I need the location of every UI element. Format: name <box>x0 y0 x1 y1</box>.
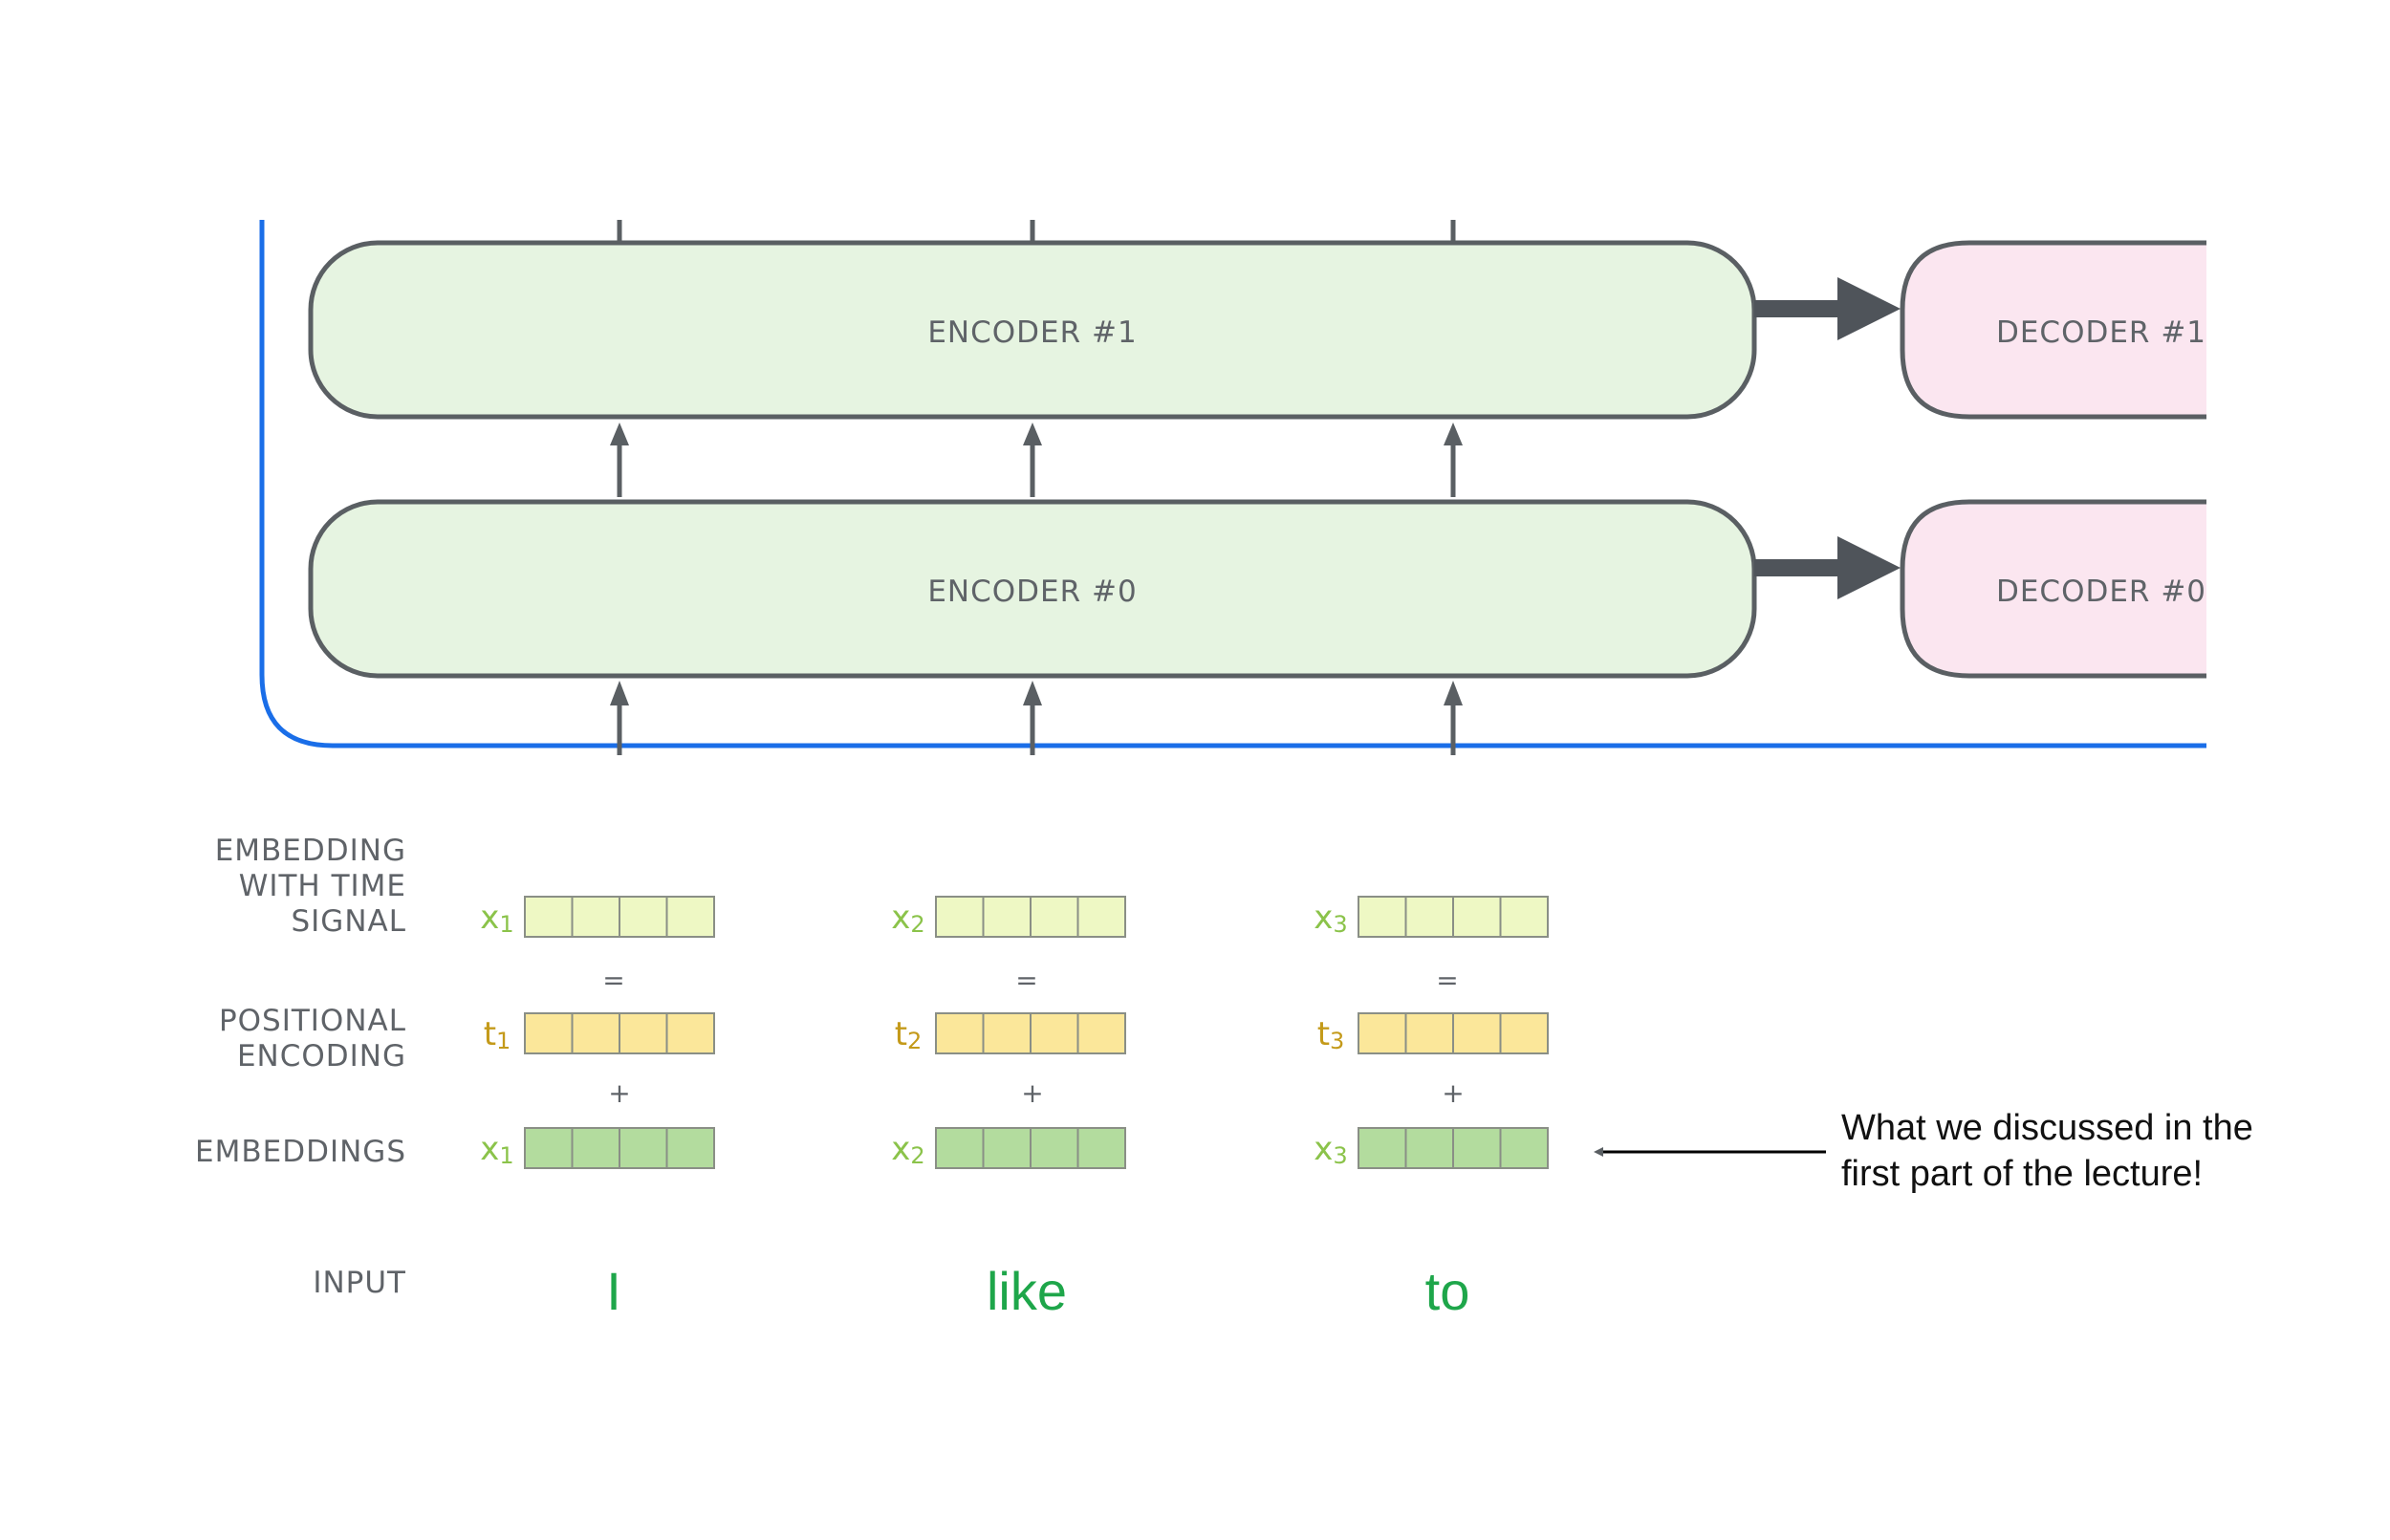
vector-cell <box>571 1127 620 1169</box>
vector-cell <box>619 896 668 938</box>
vector-cell <box>524 896 574 938</box>
vector-cell <box>982 896 1032 938</box>
token-column-3: x3 t3 x3 = + to <box>1314 896 1549 1321</box>
vector-cell <box>1404 896 1454 938</box>
vector-cell <box>1358 1012 1407 1054</box>
column-2-flow-arrows <box>1023 220 1042 755</box>
vector-cell <box>1030 1127 1079 1169</box>
equals-sign: = <box>1015 965 1037 996</box>
vector-pos-1 <box>524 1012 715 1054</box>
svg-text:POSITIONAL: POSITIONAL <box>219 1004 406 1038</box>
encoder-0-to-decoder-0-arrow <box>1754 536 1901 599</box>
equals-sign: = <box>1436 965 1458 996</box>
vector-cell <box>1076 896 1126 938</box>
svg-text:What we discussed in the: What we discussed in the <box>1841 1108 2253 1148</box>
vector-cell <box>1358 1127 1407 1169</box>
input-word: to <box>1425 1261 1470 1321</box>
vector-cell <box>665 1127 715 1169</box>
vector-cell <box>1499 1127 1549 1169</box>
encoder-1: ENCODER #1 <box>308 240 1757 420</box>
vector-label: x3 <box>1314 899 1347 938</box>
vector-cell <box>524 1012 574 1054</box>
vector-cell <box>1030 896 1079 938</box>
vector-pos-3 <box>1358 1012 1549 1054</box>
vector-cell <box>1499 896 1549 938</box>
vector-cell <box>982 1012 1032 1054</box>
vector-time-3 <box>1358 896 1549 938</box>
vector-time-2 <box>935 896 1126 938</box>
vector-cell <box>524 1127 574 1169</box>
decoder-0-label: DECODER #0 <box>1996 575 2206 609</box>
vector-cell <box>982 1127 1032 1169</box>
vector-time-1 <box>524 896 715 938</box>
vector-pos-2 <box>935 1012 1126 1054</box>
encoder-stack-frame <box>259 220 2206 748</box>
plus-sign: + <box>1021 1077 1043 1109</box>
vector-cell <box>619 1127 668 1169</box>
encoder-1-label: ENCODER #1 <box>927 315 1137 350</box>
vector-emb-1 <box>524 1127 715 1169</box>
vector-emb-2 <box>935 1127 1126 1169</box>
vector-label: t3 <box>1317 1015 1345 1054</box>
vector-label: x1 <box>480 1130 513 1169</box>
decoder-1-label: DECODER #1 <box>1996 315 2206 350</box>
svg-text:first part of the lecture!: first part of the lecture! <box>1841 1154 2203 1194</box>
row-label-input: INPUT <box>313 1266 406 1300</box>
vector-cell <box>619 1012 668 1054</box>
vector-cell <box>1358 896 1407 938</box>
row-label-embedding-with-time-signal: EMBEDDING WITH TIME SIGNAL <box>215 834 406 939</box>
vector-cell <box>935 1012 985 1054</box>
encoder-0-label: ENCODER #0 <box>927 575 1137 609</box>
svg-text:SIGNAL: SIGNAL <box>291 904 406 939</box>
vector-cell <box>1076 1012 1126 1054</box>
vector-cell <box>571 896 620 938</box>
vector-cell <box>1404 1127 1454 1169</box>
input-word: like <box>987 1261 1067 1321</box>
vector-cell <box>665 896 715 938</box>
token-column-1: x1 t1 x1 = + I <box>480 896 715 1321</box>
svg-text:EMBEDDING: EMBEDDING <box>215 834 406 868</box>
encoder-0: ENCODER #0 <box>308 499 1757 679</box>
vector-cell <box>1452 1012 1502 1054</box>
token-columns: x1 t1 x1 = + Ix2 t2 x2 = + like x3 t3 x3 = + to <box>480 896 1549 1321</box>
vector-label: x3 <box>1314 1130 1347 1169</box>
vector-cell <box>1452 1127 1502 1169</box>
vector-cell <box>935 1127 985 1169</box>
decoder-0: DECODER #0 <box>1900 499 2206 679</box>
column-3-flow-arrows <box>1444 220 1463 755</box>
vector-cell <box>1404 1012 1454 1054</box>
vector-label: x1 <box>480 899 513 938</box>
vector-cell <box>935 896 985 938</box>
vector-label: t1 <box>484 1015 511 1054</box>
encoder-1-to-decoder-1-arrow <box>1754 277 1901 340</box>
vector-label: x2 <box>891 1130 924 1169</box>
plus-sign: + <box>1442 1077 1464 1109</box>
vector-cell <box>1452 896 1502 938</box>
vector-cell <box>1499 1012 1549 1054</box>
vector-label: t2 <box>895 1015 923 1054</box>
vector-cell <box>1076 1127 1126 1169</box>
svg-text:ENCODING: ENCODING <box>237 1039 406 1074</box>
equals-sign: = <box>602 965 624 996</box>
vector-emb-3 <box>1358 1127 1549 1169</box>
vector-label: x2 <box>891 899 924 938</box>
vector-cell <box>571 1012 620 1054</box>
vector-cell <box>665 1012 715 1054</box>
annotation-note: What we discussed in the first part of t… <box>1841 1108 2253 1194</box>
column-1-flow-arrows <box>610 220 629 755</box>
plus-sign: + <box>608 1077 630 1109</box>
row-label-embeddings: EMBEDDINGS <box>195 1135 406 1169</box>
svg-text:WITH TIME: WITH TIME <box>239 869 406 903</box>
row-label-positional-encoding: POSITIONAL ENCODING <box>219 1004 406 1074</box>
decoder-1: DECODER #1 <box>1900 240 2206 420</box>
vector-cell <box>1030 1012 1079 1054</box>
token-column-2: x2 t2 x2 = + like <box>891 896 1126 1321</box>
input-word: I <box>606 1261 621 1321</box>
